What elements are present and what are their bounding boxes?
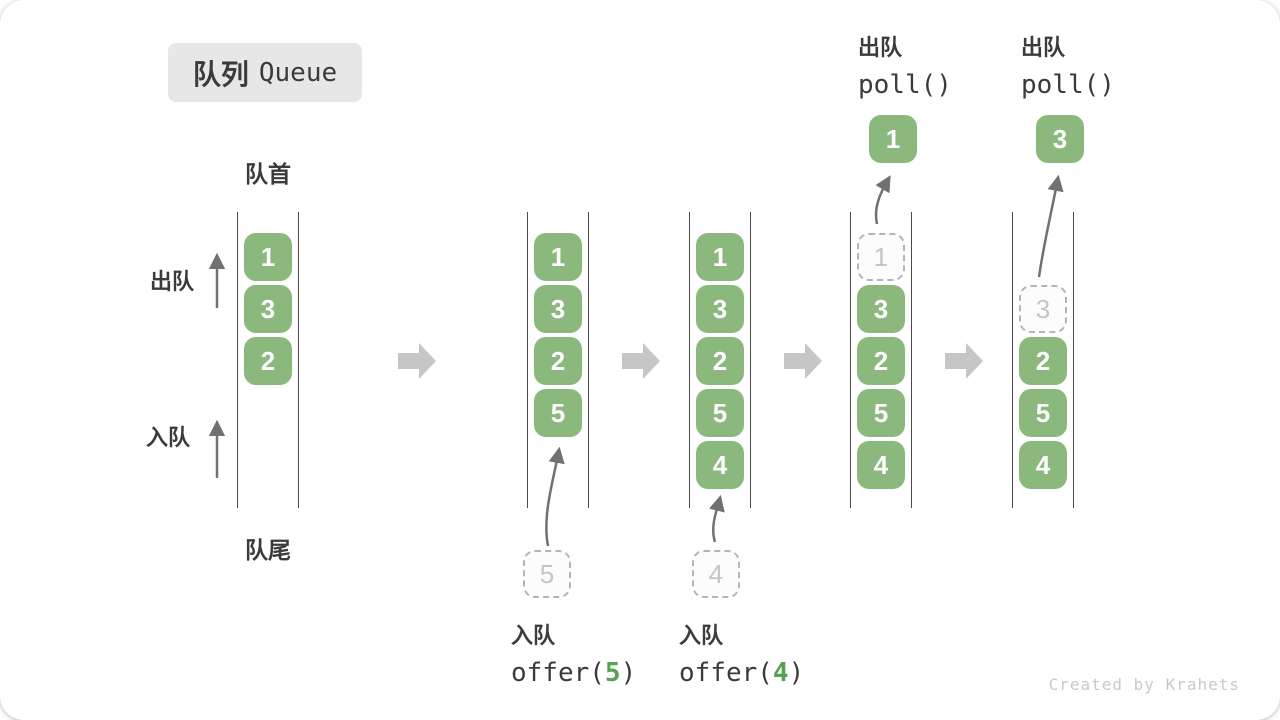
credit-text: Created by Krahets [1048,675,1240,694]
offer-op-caption-5: 入队 offer(5) [511,618,636,688]
code-fn: offer( [679,658,773,688]
incoming-item-ghost: 5 [523,550,571,598]
step-arrow-icon [945,343,983,379]
code-close: ) [788,658,805,688]
step-arrow-icon [398,343,436,379]
poll-op-label: 出队 [858,35,903,60]
poll-op-caption-1: 出队 poll() [858,30,952,100]
queue-walls-state-4 [850,212,912,508]
removed-item-ghost: 3 [1019,285,1067,333]
queue-item: 5 [1019,389,1067,437]
queue-walls-state-5 [1012,212,1074,508]
queue-item: 2 [857,337,905,385]
queue-item: 3 [244,285,292,333]
polled-item: 3 [1036,115,1084,163]
title-zh: 队列 [192,58,249,90]
poll-op-code: poll() [1021,70,1115,100]
queue-item: 2 [696,337,744,385]
poll-op-label: 出队 [1021,35,1066,60]
queue-item: 3 [534,285,582,333]
code-close: ) [620,658,637,688]
queue-item: 5 [696,389,744,437]
queue-item: 5 [857,389,905,437]
queue-walls-state-1 [237,212,299,508]
offer-op-code: offer(4) [679,658,804,688]
title-en: Queue [258,57,338,88]
queue-item: 2 [1019,337,1067,385]
polled-item: 1 [869,115,917,163]
queue-item: 4 [1019,441,1067,489]
offer-op-label: 入队 [679,623,724,648]
poll-op-code: poll() [858,70,952,100]
queue-item: 2 [534,337,582,385]
queue-item: 4 [857,441,905,489]
code-arg: 4 [772,658,789,688]
removed-item-ghost: 1 [857,233,905,281]
dequeue-side-label: 出队 [150,269,195,294]
queue-rear-label: 队尾 [245,537,291,563]
incoming-item-ghost: 4 [692,550,740,598]
queue-item: 1 [534,233,582,281]
queue-item: 3 [696,285,744,333]
code-arg: 5 [604,658,621,688]
queue-item: 5 [534,389,582,437]
title-badge: 队列 Queue [168,43,362,102]
queue-front-label: 队首 [245,161,291,187]
poll-op-caption-2: 出队 poll() [1021,30,1115,100]
step-arrow-icon [622,343,660,379]
offer-op-code: offer(5) [511,658,636,688]
code-fn: offer( [511,658,605,688]
queue-walls-state-2 [527,212,589,508]
queue-item: 1 [244,233,292,281]
queue-item: 1 [696,233,744,281]
queue-item: 2 [244,337,292,385]
queue-item: 3 [857,285,905,333]
enqueue-side-label: 入队 [146,425,191,450]
offer-op-caption-4: 入队 offer(4) [679,618,804,688]
offer-op-label: 入队 [511,623,556,648]
step-arrow-icon [784,343,822,379]
queue-walls-state-3 [689,212,751,508]
queue-item: 4 [696,441,744,489]
